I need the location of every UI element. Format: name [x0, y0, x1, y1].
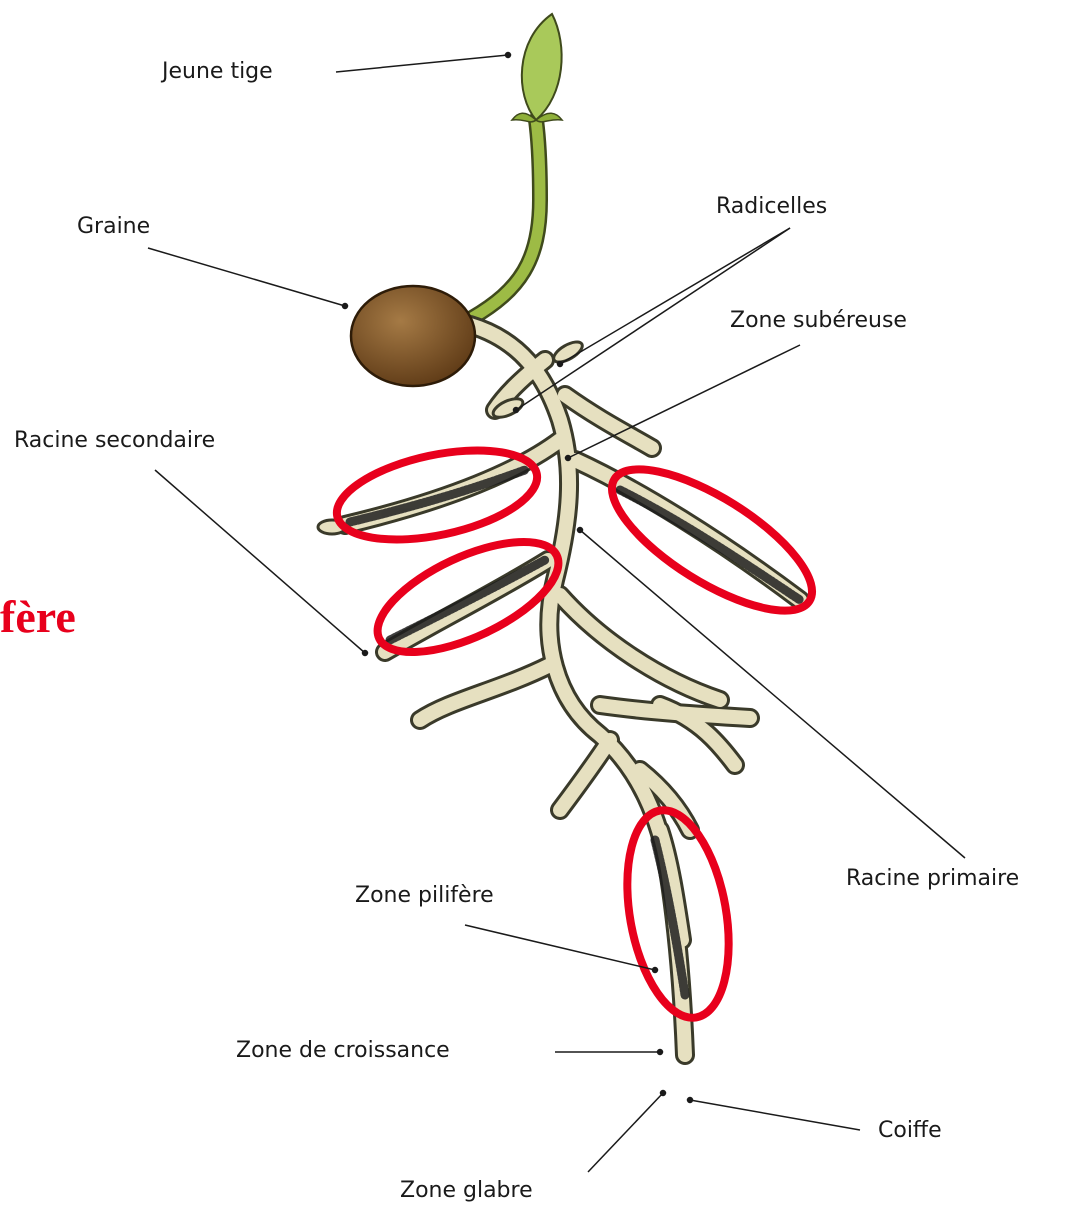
leaf-bud	[522, 14, 562, 120]
label-zone-glabre: Zone glabre	[400, 1180, 533, 1202]
label-graine: Graine	[77, 216, 150, 238]
label-zone-subereuse: Zone subéreuse	[730, 310, 907, 332]
label-zone-pilifere: Zone pilifère	[355, 885, 494, 907]
label-radicelles: Radicelles	[716, 196, 827, 218]
label-coiffe: Coiffe	[878, 1120, 942, 1142]
label-racine-primaire: Racine primaire	[846, 868, 1019, 890]
label-zone-croissance: Zone de croissance	[236, 1040, 450, 1062]
young-stem	[472, 14, 562, 318]
label-racine-secondaire: Racine secondaire	[14, 430, 215, 452]
overlay-red-text: fère	[0, 594, 76, 640]
label-jeune-tige: Jeune tige	[162, 61, 273, 83]
seed	[351, 286, 475, 386]
